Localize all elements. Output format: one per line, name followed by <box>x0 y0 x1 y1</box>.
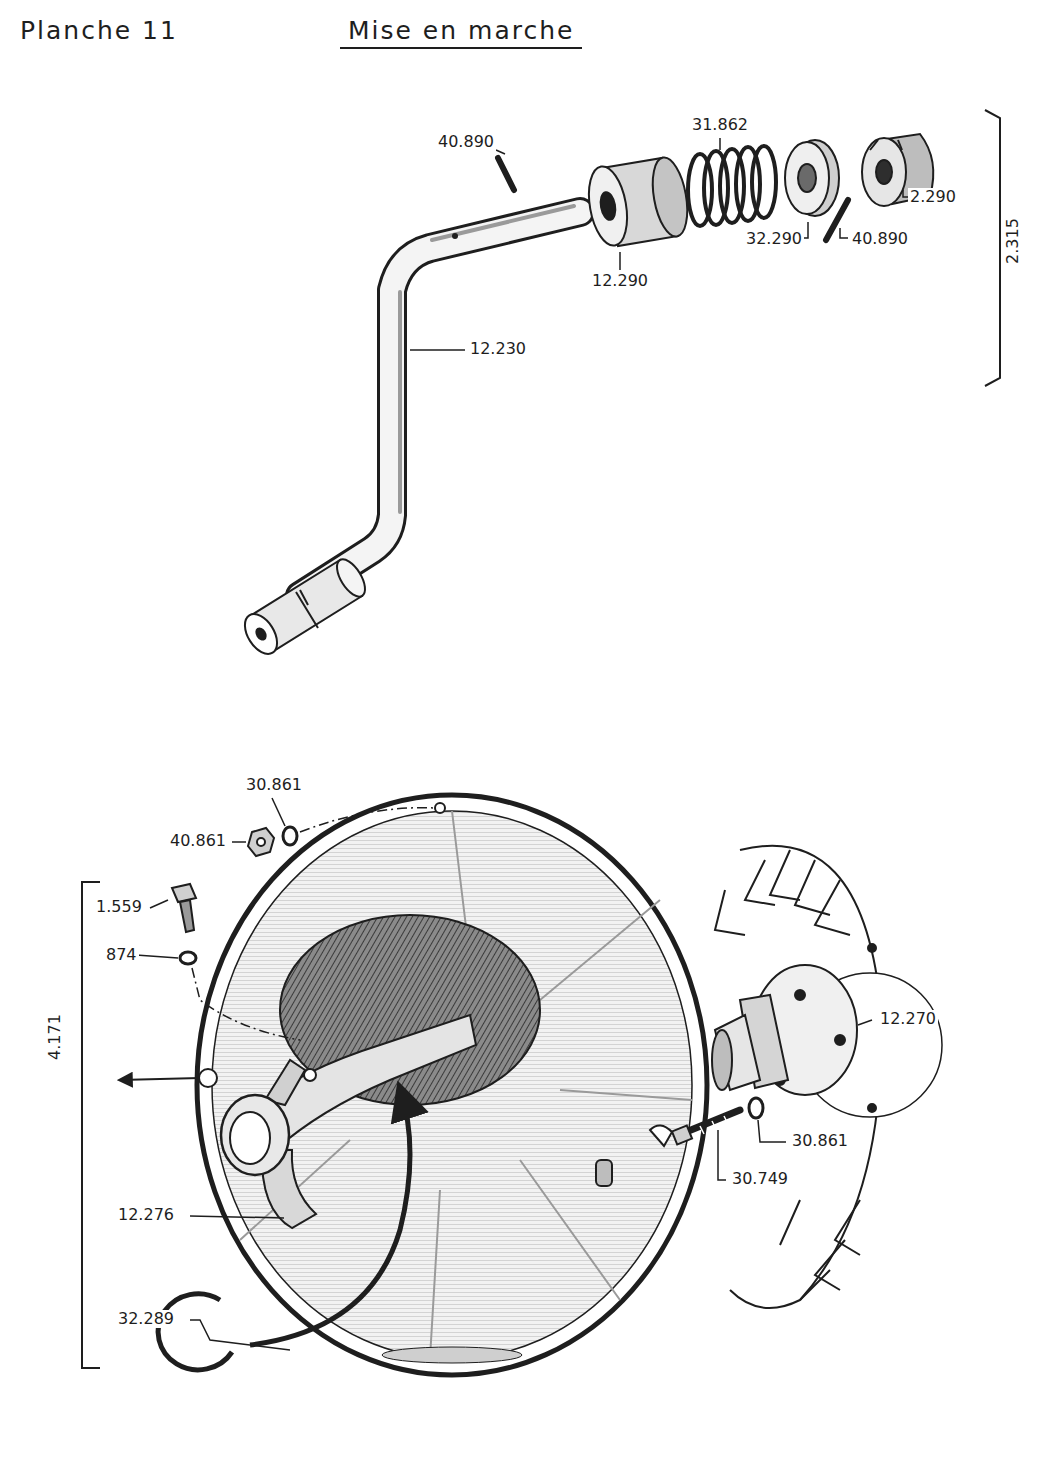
assembly-line <box>192 968 300 1040</box>
callout-number: 31.862 <box>690 116 750 134</box>
screw <box>172 884 196 964</box>
spring <box>688 146 776 226</box>
callout-number: 30.749 <box>730 1170 790 1188</box>
callout-number: 12.230 <box>468 340 528 358</box>
plate-number: Planche 11 <box>18 16 180 45</box>
crank-handle <box>300 206 580 596</box>
callout-number: 40.890 <box>850 230 910 248</box>
group-bracket <box>985 110 1000 386</box>
callout-number: 874 <box>104 946 139 964</box>
callout-number: 2.290 <box>908 188 958 206</box>
washer <box>749 1098 763 1118</box>
assembly-arrow <box>250 1088 410 1345</box>
callout-number: 40.861 <box>168 832 228 850</box>
group-number: 4.171 <box>46 1012 64 1062</box>
group-number: 2.315 <box>1004 216 1022 266</box>
assembly-line <box>300 808 436 832</box>
handle-grip <box>238 555 370 660</box>
callout-number: 32.289 <box>116 1310 176 1328</box>
callout-number: 30.861 <box>244 776 304 794</box>
pin <box>498 158 514 190</box>
callout-number: 40.890 <box>436 133 496 151</box>
group-bracket <box>82 882 100 1368</box>
nut <box>248 827 297 856</box>
callout-number: 12.276 <box>116 1206 176 1224</box>
callout-number: 1.559 <box>94 898 144 916</box>
leader-lines <box>136 798 872 1350</box>
coupling-sleeve <box>583 155 692 249</box>
bolt <box>672 1110 740 1144</box>
hub-flange <box>712 944 876 1112</box>
starter-pulley <box>197 795 707 1375</box>
spring-seat <box>785 140 839 216</box>
callout-number: 32.290 <box>744 230 804 248</box>
callout-number: 12.270 <box>878 1010 938 1028</box>
callout-number: 30.861 <box>790 1132 850 1150</box>
leader-lines <box>410 138 930 350</box>
callout-number: 12.290 <box>590 272 650 290</box>
direction-arrow <box>120 1078 200 1080</box>
snap-ring <box>158 1294 232 1370</box>
plate-title: Mise en marche <box>340 16 582 49</box>
